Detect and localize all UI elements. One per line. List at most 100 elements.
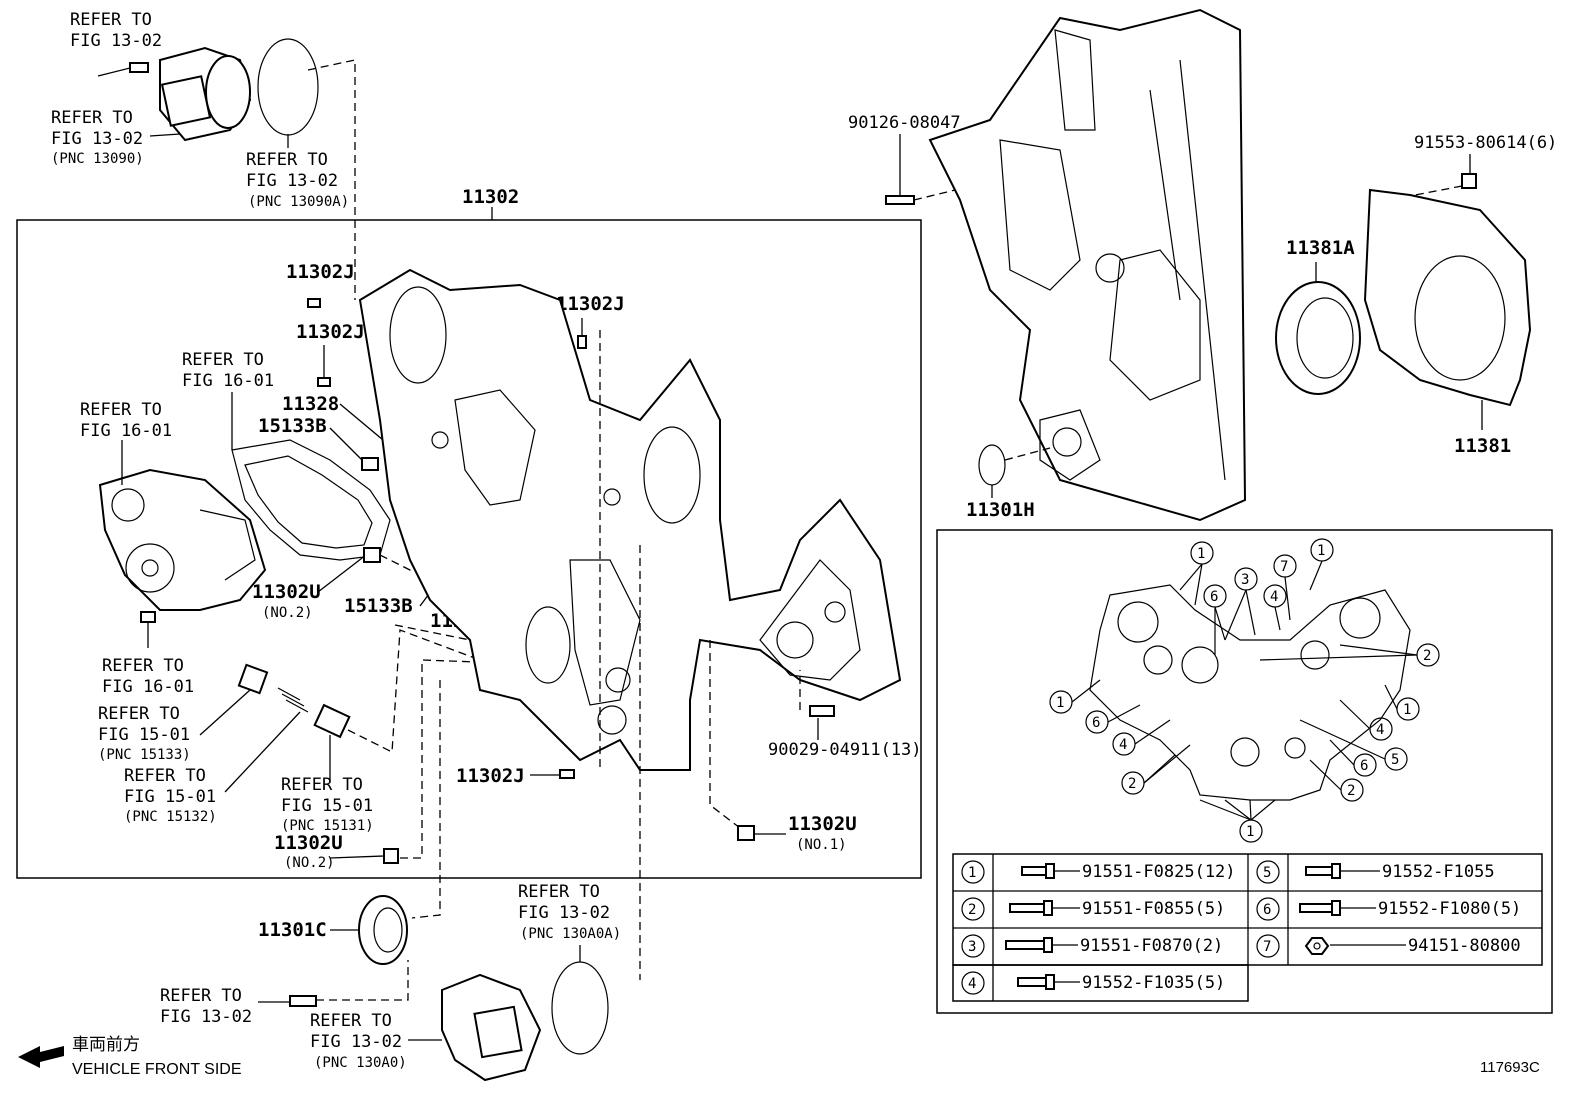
svg-text:1: 1 bbox=[1197, 546, 1205, 562]
refer-label-6b: FIG 16-01 bbox=[102, 677, 194, 697]
svg-text:4: 4 bbox=[1119, 737, 1127, 753]
callout-4b: 4 bbox=[1112, 732, 1136, 756]
callout-2b: 2 bbox=[1121, 771, 1145, 795]
refer-label-11a: REFER TO bbox=[310, 1011, 392, 1031]
svg-text:4: 4 bbox=[1270, 589, 1278, 605]
svg-text:6: 6 bbox=[1210, 589, 1218, 605]
legend-row-7: 7 94151-80800 bbox=[1256, 934, 1521, 958]
part-label-11302U-2: 11302U bbox=[274, 832, 343, 854]
svg-text:1: 1 bbox=[1317, 543, 1325, 559]
assembly-frame-11302 bbox=[16, 219, 922, 879]
part-label-11302U-1n: (NO.2) bbox=[262, 605, 313, 621]
svg-text:91551-F0825(12): 91551-F0825(12) bbox=[1082, 862, 1236, 882]
part-label-11302U-2n: (NO.2) bbox=[284, 855, 335, 871]
callout-1d: 1 bbox=[1396, 697, 1420, 721]
part-label-15133B-1: 15133B bbox=[258, 415, 327, 437]
vehicle-front-en: VEHICLE FRONT SIDE bbox=[72, 1061, 242, 1078]
refer-label-6a: REFER TO bbox=[102, 656, 184, 676]
refer-label-8b: FIG 15-01 bbox=[124, 787, 216, 807]
refer-label-9b: FIG 15-01 bbox=[281, 796, 373, 816]
bolt-location-cover-outline bbox=[1089, 584, 1411, 801]
refer-label-3c: (PNC 13090A) bbox=[248, 194, 349, 210]
svg-text:4: 4 bbox=[968, 976, 976, 992]
part-label-11302U-1: 11302U bbox=[252, 581, 321, 603]
part-label-11302J-2: 11302J bbox=[296, 321, 365, 343]
refer-label-11b: FIG 13-02 bbox=[310, 1032, 402, 1052]
callout-5a: 5 bbox=[1384, 747, 1408, 771]
refer-label-2a: REFER TO bbox=[51, 108, 133, 128]
relief-valve-parts bbox=[199, 629, 481, 793]
legend-row-4: 4 91552-F1035(5) bbox=[961, 971, 1225, 995]
svg-text:6: 6 bbox=[1360, 758, 1368, 774]
callout-leaders bbox=[1071, 560, 1418, 821]
svg-text:91552-F1080(5): 91552-F1080(5) bbox=[1378, 899, 1521, 919]
part-label-11301C: 11301C bbox=[258, 919, 327, 941]
engine-block bbox=[928, 8, 1247, 522]
refer-label-1b: FIG 13-02 bbox=[70, 31, 162, 51]
part-label-11302: 11302 bbox=[462, 186, 519, 208]
o-ring-bottom bbox=[551, 961, 609, 1055]
part-label-11302J-3: 11302J bbox=[556, 293, 625, 315]
callout-1a: 1 bbox=[1190, 541, 1214, 565]
refer-label-3a: REFER TO bbox=[246, 150, 328, 170]
svg-text:1: 1 bbox=[1403, 702, 1411, 718]
refer-label-8c: (PNC 15132) bbox=[124, 809, 217, 825]
figure-id: 117693C bbox=[1480, 1059, 1540, 1076]
refer-label-4a: REFER TO bbox=[182, 350, 264, 370]
refer-label-7a: REFER TO bbox=[98, 704, 180, 724]
refer-label-3b: FIG 13-02 bbox=[246, 171, 338, 191]
svg-text:2: 2 bbox=[968, 902, 976, 918]
svg-text:91551-F0855(5): 91551-F0855(5) bbox=[1082, 899, 1225, 919]
bolt-location-panel bbox=[936, 529, 1553, 1014]
vacuum-pump-bottom bbox=[441, 973, 542, 1082]
refer-label-9c: (PNC 15131) bbox=[281, 818, 374, 834]
callout-1c: 1 bbox=[1049, 690, 1073, 714]
bolt-legend-table bbox=[952, 853, 1543, 1002]
part-label-91553: 91553-80614(6) bbox=[1414, 133, 1557, 153]
svg-text:91551-F0870(2): 91551-F0870(2) bbox=[1080, 936, 1223, 956]
refer-label-7c: (PNC 15133) bbox=[98, 747, 191, 763]
legend-row-3: 3 91551-F0870(2) bbox=[961, 934, 1223, 958]
refer-label-12b: FIG 13-02 bbox=[518, 903, 610, 923]
svg-text:91552-F1055: 91552-F1055 bbox=[1382, 862, 1495, 882]
vehicle-front-arrow-icon bbox=[18, 1046, 64, 1068]
callout-7a: 7 bbox=[1273, 554, 1297, 578]
legend-row-5: 5 91552-F1055 bbox=[1256, 860, 1495, 884]
part-label-11302U-3: 11302U bbox=[788, 813, 857, 835]
rear-oil-seal-11381A bbox=[1275, 281, 1361, 395]
svg-text:3: 3 bbox=[968, 939, 976, 955]
svg-text:7: 7 bbox=[1263, 939, 1271, 955]
rear-seal-retainer-11381 bbox=[1363, 188, 1532, 407]
part-label-11381: 11381 bbox=[1454, 435, 1511, 457]
callout-6a: 6 bbox=[1203, 584, 1227, 608]
part-label-90126: 90126-08047 bbox=[848, 113, 961, 133]
callout-4a: 4 bbox=[1263, 584, 1287, 608]
refer-label-5a: REFER TO bbox=[80, 400, 162, 420]
callout-4c: 4 bbox=[1369, 717, 1393, 741]
refer-label-10a: REFER TO bbox=[160, 986, 242, 1006]
refer-label-2c: (PNC 13090) bbox=[51, 151, 144, 167]
legend-row-1: 1 91551-F0825(12) bbox=[961, 860, 1236, 884]
refer-label-10b: FIG 13-02 bbox=[160, 1007, 252, 1027]
svg-text:4: 4 bbox=[1376, 722, 1384, 738]
vehicle-front-jp: 車両前方 bbox=[72, 1035, 140, 1055]
part-label-11302J-1: 11302J bbox=[286, 261, 355, 283]
callout-3a: 3 bbox=[1234, 567, 1258, 591]
refer-label-7b: FIG 15-01 bbox=[98, 725, 190, 745]
part-label-15133B-2: 15133B bbox=[344, 595, 413, 617]
refer-label-9a: REFER TO bbox=[281, 775, 363, 795]
svg-text:3: 3 bbox=[1241, 572, 1249, 588]
callout-1b: 1 bbox=[1310, 538, 1334, 562]
refer-label-4b: FIG 16-01 bbox=[182, 371, 274, 391]
callout-2a: 2 bbox=[1416, 643, 1440, 667]
legend-row-2: 2 91551-F0855(5) bbox=[961, 897, 1225, 921]
legend-row-6: 6 91552-F1080(5) bbox=[1256, 897, 1521, 921]
refer-label-1a: REFER TO bbox=[70, 10, 152, 30]
svg-text:6: 6 bbox=[1092, 715, 1100, 731]
vacuum-pump-top bbox=[97, 46, 252, 142]
svg-text:2: 2 bbox=[1347, 783, 1355, 799]
callout-6c: 6 bbox=[1353, 753, 1377, 777]
callout-6b: 6 bbox=[1085, 710, 1109, 734]
part-label-11381A: 11381A bbox=[1286, 237, 1355, 259]
